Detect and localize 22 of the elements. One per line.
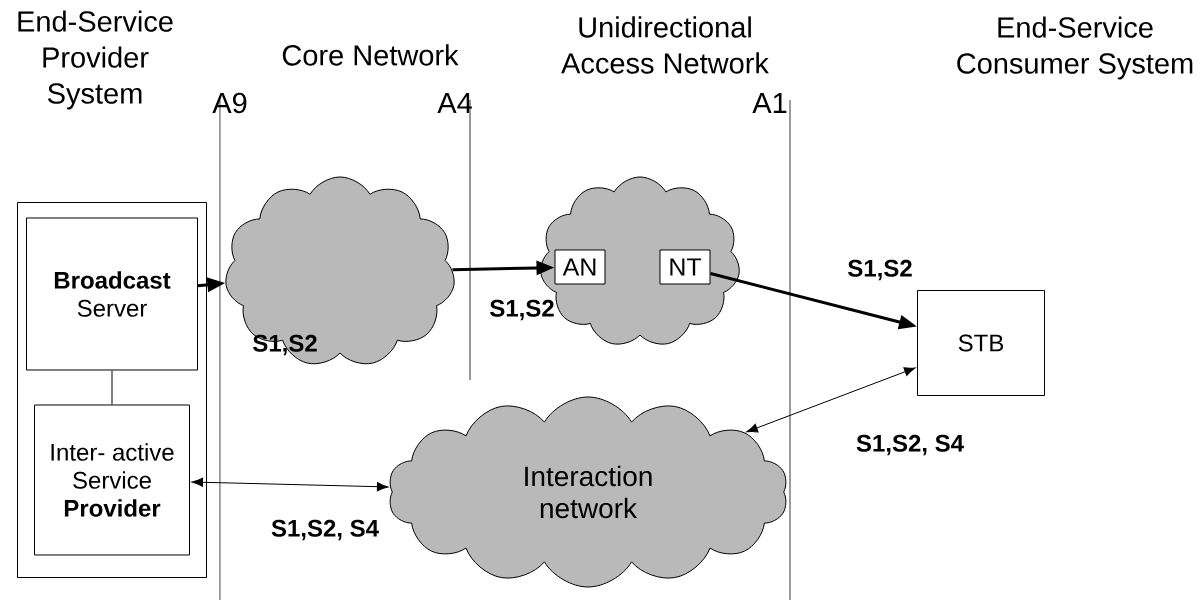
edge-label: S1,S2, S4 xyxy=(271,519,379,541)
edge-label: S1,S2 xyxy=(848,259,912,281)
reference-point-label: A9 xyxy=(212,92,247,114)
arrow xyxy=(191,477,389,492)
system-box xyxy=(17,202,207,578)
arrow xyxy=(746,367,916,433)
component-box: Inter- active Service Provider xyxy=(34,404,190,556)
component-box: NT xyxy=(659,249,711,285)
edge-label: S1,S2, S4 xyxy=(856,434,964,456)
component-box: STB xyxy=(917,290,1045,396)
component-box: Broadcast Server xyxy=(26,217,198,371)
column-heading: Unidirectional Access Network xyxy=(561,16,769,74)
column-heading: End-Service Consumer System xyxy=(957,16,1193,80)
reference-point-label: A1 xyxy=(752,93,787,113)
network-cloud: Interaction network xyxy=(389,396,787,588)
column-heading: End-Service Provider System xyxy=(18,10,173,110)
component-box: AN xyxy=(554,249,606,285)
column-heading: Core Network xyxy=(282,44,459,66)
edge-label: S1,S2 xyxy=(253,334,317,356)
reference-point-label: A4 xyxy=(437,93,472,113)
edge-label: S1,S2 xyxy=(490,299,554,321)
cloud xyxy=(225,176,455,365)
